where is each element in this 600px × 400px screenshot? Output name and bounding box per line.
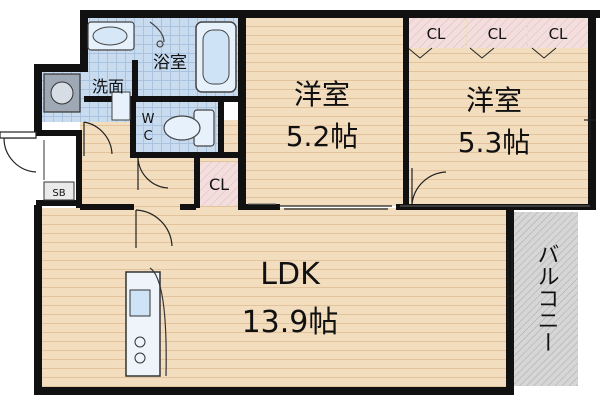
doors: [0, 100, 596, 330]
bath-label: 浴室: [153, 53, 187, 73]
bathtub-icon: [195, 21, 237, 93]
washing-machine-icon: [43, 73, 81, 113]
closet-right-2-label: CL: [488, 25, 507, 43]
entrance: [40, 136, 76, 201]
western-room-left-label: 洋室: [294, 78, 350, 111]
closet-left-label: CL: [209, 175, 229, 194]
wash-basin-icon: [111, 91, 131, 121]
wall-hatch: [248, 203, 590, 207]
ldk-floor: [40, 208, 512, 388]
wc-label-line1: W: [142, 112, 155, 127]
western-room-left-size: 5.2帖: [286, 120, 359, 153]
closet-right-1-label: CL: [427, 25, 446, 43]
closet-right-1: [406, 18, 466, 48]
closet-right-2: [467, 18, 527, 48]
toilet-icon: [163, 109, 215, 147]
kitchen-counter-icon: [125, 267, 167, 377]
ldk-size: 13.9帖: [242, 305, 339, 340]
ldk-label: LDK: [260, 257, 321, 292]
closet-right-3: [528, 18, 588, 48]
closet-right-3-label: CL: [549, 25, 568, 43]
walls: [34, 10, 600, 395]
closet-left-room: [196, 162, 242, 206]
bath-sink-icon: [87, 21, 135, 51]
closet-door-markers: [407, 47, 557, 59]
western-room-right-label: 洋室: [466, 84, 522, 117]
balcony-floor: [514, 212, 578, 386]
western-room-right-floor: [408, 18, 590, 206]
balcony-label: バルコニー: [534, 243, 559, 353]
washroom-label: 洗面: [92, 77, 124, 96]
shoebox-label: SB: [52, 188, 65, 199]
western-room-left-floor: [245, 18, 403, 206]
shower-icon: [149, 21, 165, 48]
wc-label-line2: C: [143, 129, 152, 144]
western-room-right-size: 5.3帖: [458, 126, 531, 159]
